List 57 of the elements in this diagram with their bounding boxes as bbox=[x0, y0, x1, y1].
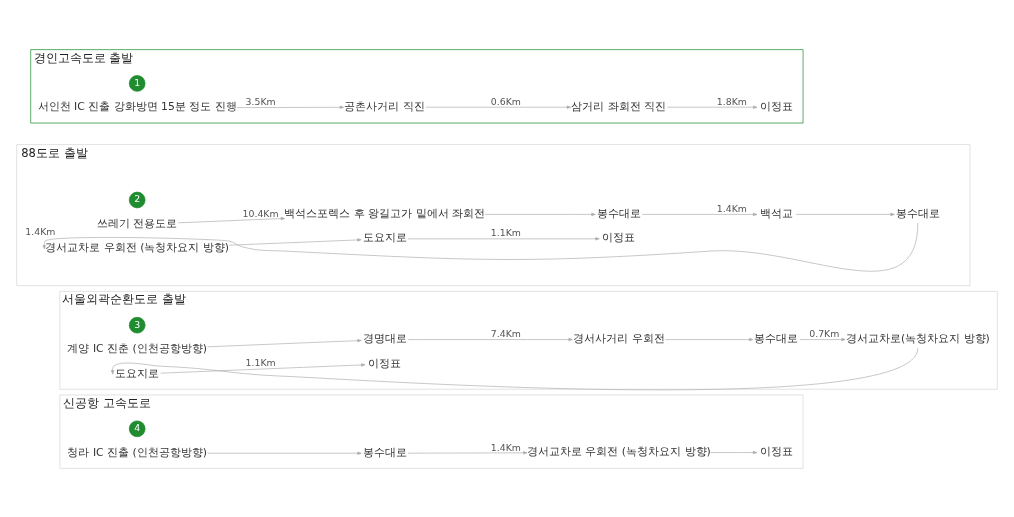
arrow bbox=[795, 212, 895, 216]
node-circle: 1 bbox=[128, 74, 146, 92]
arrow bbox=[236, 105, 344, 109]
node-text: 청라 IC 진출 (인천공항방향) bbox=[67, 445, 207, 459]
arrow bbox=[666, 105, 758, 109]
node-circle: 3 bbox=[128, 316, 146, 333]
arrow bbox=[110, 347, 919, 390]
node-text: 이정표 bbox=[368, 356, 402, 370]
node-text: 봉수대로 bbox=[754, 331, 799, 345]
edge-label: 7.4Km bbox=[490, 327, 521, 339]
arrow bbox=[207, 338, 362, 347]
node-circle: 2 bbox=[128, 191, 146, 208]
arrow bbox=[407, 450, 528, 454]
node-text: 백석스포렉스 후 왕길고가 밑에서 좌회전 bbox=[284, 206, 486, 220]
node-text: 봉수대로 bbox=[362, 445, 407, 459]
node-circle: 4 bbox=[128, 420, 146, 437]
arrow bbox=[484, 212, 596, 216]
node-text: 경명대로 bbox=[362, 331, 407, 345]
edge-label: 1.4Km bbox=[716, 202, 747, 214]
node-text: 경서교차로(녹청차요지 방향) bbox=[845, 331, 990, 345]
node-text: 계양 IC 진춘 (인천공항방향) bbox=[67, 341, 207, 355]
arrow bbox=[665, 337, 754, 341]
node-text: 공촌사거리 직진 bbox=[344, 99, 425, 113]
arrow bbox=[425, 105, 571, 109]
arrow bbox=[228, 237, 362, 245]
edge-label: 1.1Km bbox=[490, 226, 521, 238]
node-text: 쓰레기 전용도로 bbox=[96, 216, 178, 230]
node-text: 경서사거리 우회전 bbox=[573, 331, 665, 345]
node-text: 도요지로 bbox=[115, 366, 160, 380]
node-text: 백석교 bbox=[759, 206, 793, 220]
edge-label: 10.4Km bbox=[242, 207, 279, 219]
edge-label: 3.5Km bbox=[245, 95, 276, 107]
node-text: 이정표 bbox=[759, 99, 793, 113]
edge-label: 1.1Km bbox=[245, 356, 276, 368]
node-text: 봉수대로 bbox=[596, 206, 641, 220]
arrow bbox=[799, 337, 846, 341]
arrow bbox=[407, 337, 573, 341]
arrow bbox=[207, 451, 362, 455]
arrow bbox=[407, 236, 600, 240]
arrow bbox=[710, 450, 758, 454]
node-text: 서인천 IC 진출 강화방면 15분 정도 진행 bbox=[37, 99, 237, 113]
edge-label: 0.6Km bbox=[490, 95, 521, 107]
node-text: 도요지로 bbox=[362, 230, 407, 244]
arrow bbox=[177, 216, 285, 223]
node-text: 이정표 bbox=[602, 230, 636, 244]
edge-label: 1.8Km bbox=[716, 95, 747, 107]
edge-label: 1.4Km bbox=[490, 441, 521, 453]
arrow bbox=[42, 222, 919, 272]
arrow bbox=[641, 212, 758, 216]
node-text: 봉수대로 bbox=[895, 206, 940, 220]
node-text: 경서교차로 우회전 (녹청차요지 방향) bbox=[527, 444, 711, 458]
node-text: 삼거리 좌회전 직진 bbox=[571, 99, 667, 113]
node-text: 경서교차로 우회전 (녹청차요지 방향) bbox=[45, 240, 230, 254]
edge-label: 1.4Km bbox=[25, 225, 56, 237]
node-text: 이정표 bbox=[759, 444, 793, 458]
arrow bbox=[160, 362, 366, 373]
edge-label: 0.7Km bbox=[809, 327, 840, 339]
